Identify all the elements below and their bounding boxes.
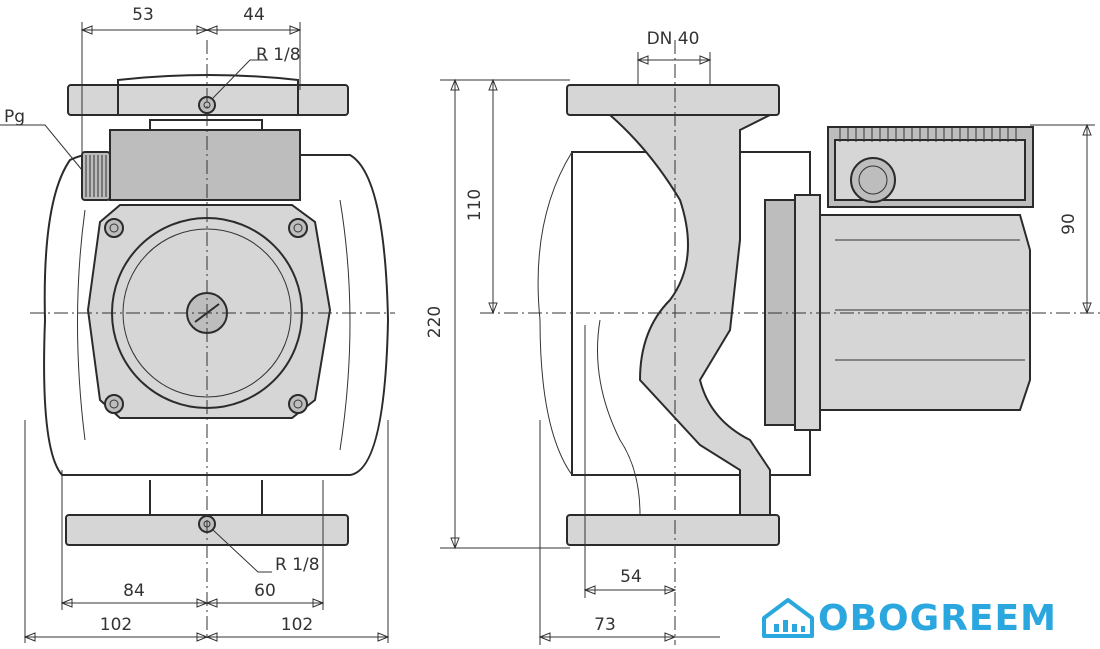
dim-53: 53 [132,5,154,25]
front-view [30,40,395,640]
dim-60: 60 [254,581,276,601]
front-dimensions [0,22,390,643]
label-r-top: R 1/8 [256,45,301,65]
label-pg: Pg [4,107,25,127]
house-icon [762,598,814,638]
side-view [480,40,1100,645]
dim-220: 220 [425,306,445,338]
dim-102-left: 102 [100,615,132,635]
label-r-bottom: R 1/8 [275,555,320,575]
side-dimensions [440,52,1095,645]
dim-90: 90 [1059,213,1079,235]
dim-110: 110 [465,189,485,221]
brand-name: OBOGREEM [818,597,1057,639]
dim-102-right: 102 [281,615,313,635]
dim-73: 73 [594,615,616,635]
label-dn40: DN 40 [647,29,700,49]
dim-84: 84 [123,581,145,601]
dim-54: 54 [620,567,642,587]
dim-44: 44 [243,5,265,25]
brand-logo: OBOGREEM [758,596,1057,640]
